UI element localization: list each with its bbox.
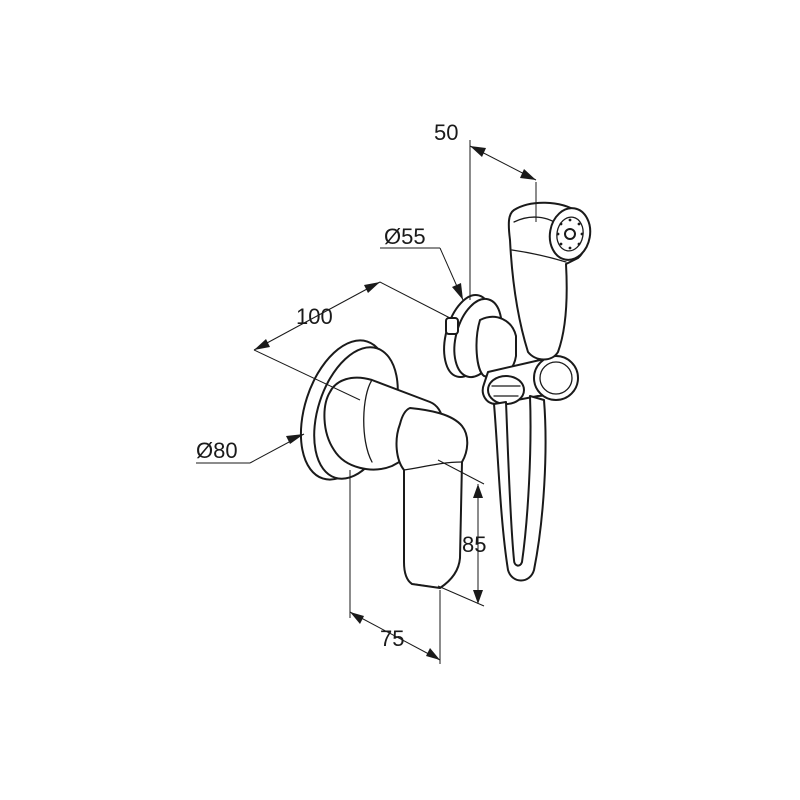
dimension-d55: Ø55 xyxy=(380,224,464,301)
dim-label-85: 85 xyxy=(462,532,486,557)
spray-nozzles xyxy=(556,218,584,250)
dimension-85: 85 xyxy=(437,459,486,607)
dimension-75: 75 xyxy=(349,470,441,664)
dimension-100: 100 xyxy=(253,281,451,401)
dim-label-100: 100 xyxy=(296,304,333,329)
dimension-50: 50 xyxy=(434,120,537,300)
dim-label-d55: Ø55 xyxy=(384,224,426,249)
dim-label-50: 50 xyxy=(434,120,458,145)
hose-nut xyxy=(487,375,525,405)
mixer-valve xyxy=(299,339,469,589)
dim-label-d80: Ø80 xyxy=(196,438,238,463)
mixer-lever xyxy=(395,407,469,589)
elbow-stub xyxy=(445,317,459,335)
bidet-spray-assembly xyxy=(443,201,592,582)
dim-label-75: 75 xyxy=(380,626,404,651)
hose xyxy=(493,395,547,582)
dimension-d80: Ø80 xyxy=(196,433,305,464)
